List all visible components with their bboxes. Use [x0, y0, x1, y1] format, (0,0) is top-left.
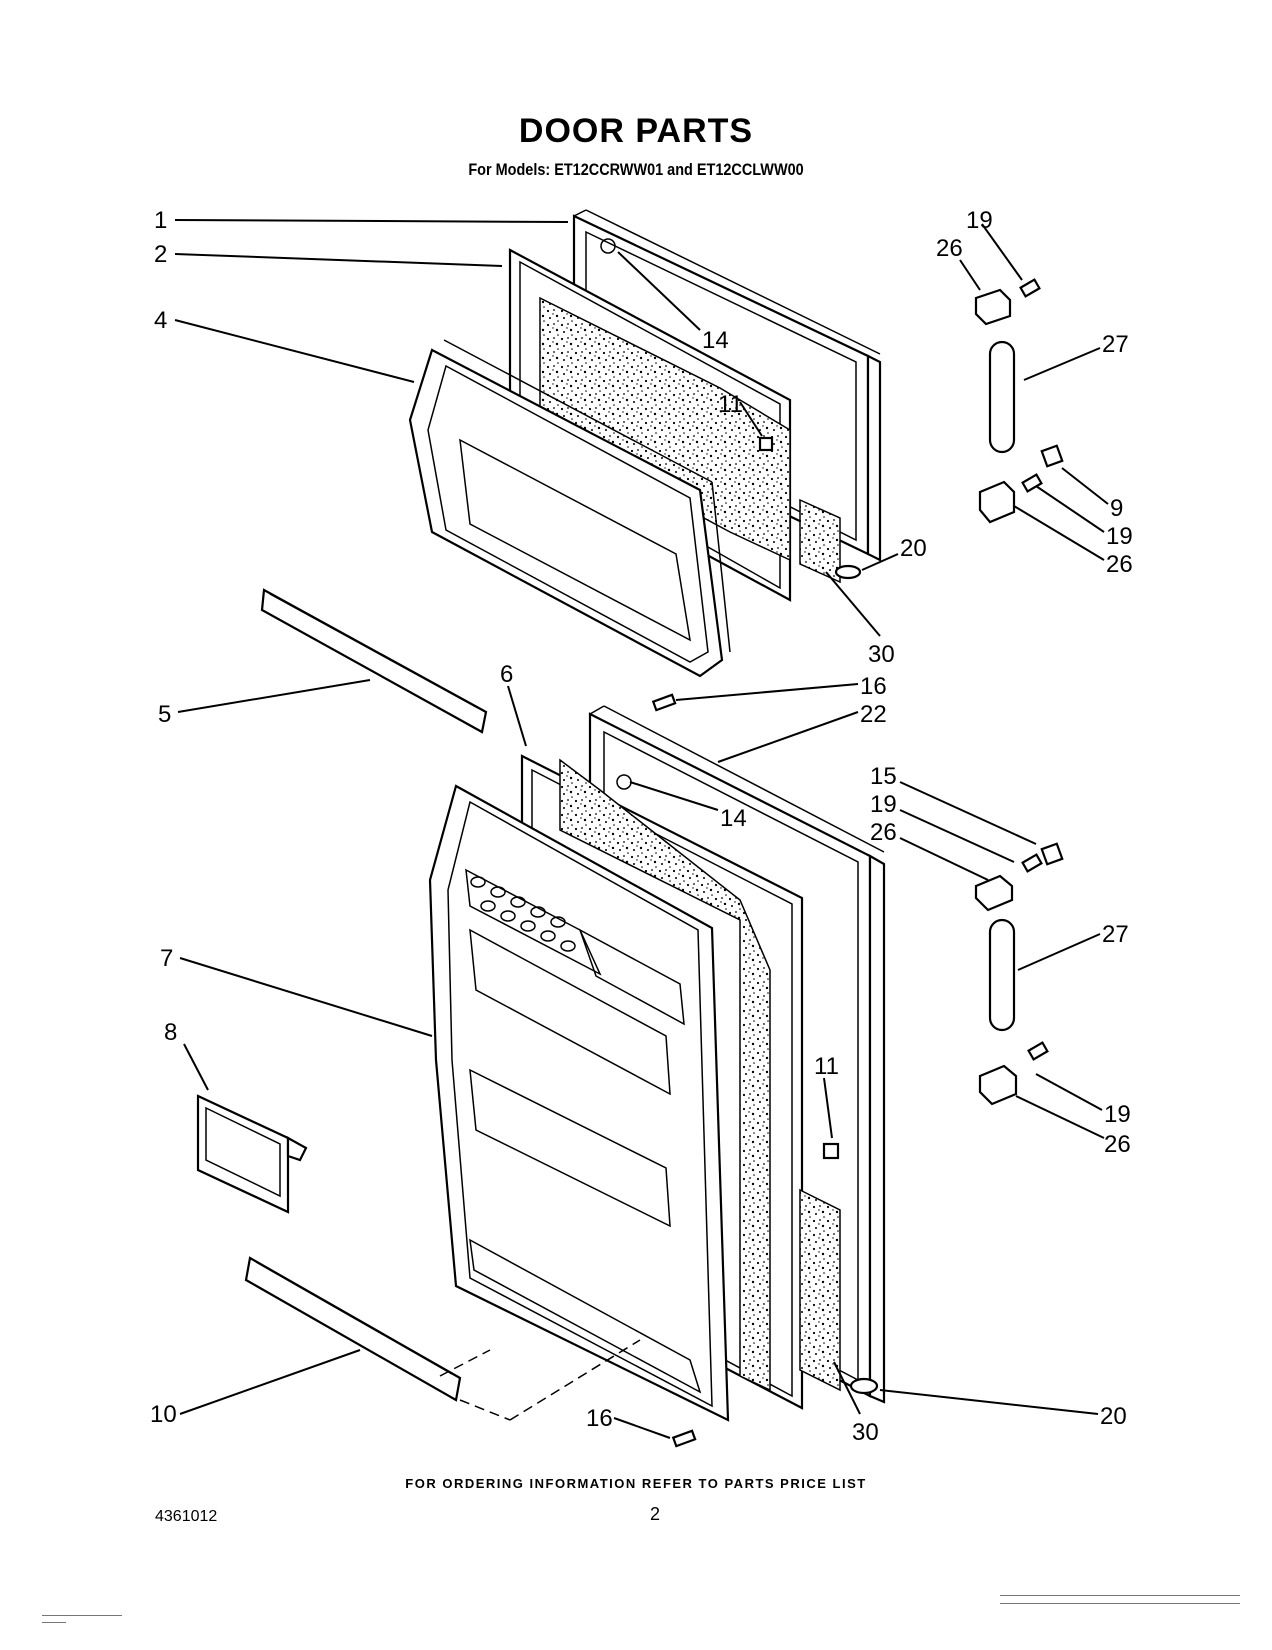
dairy-compartment-door	[196, 1094, 308, 1214]
document-number: 4361012	[155, 1508, 218, 1525]
middle-hinge-bracket	[978, 444, 1064, 524]
freezer-hinge-pin-socket	[758, 436, 774, 452]
page-title: DOOR PARTS	[518, 112, 754, 150]
fresh-food-foam-strip	[799, 1188, 841, 1392]
callout-26-top: 26	[936, 235, 963, 262]
callout-27-upper: 27	[1102, 331, 1129, 358]
callout-9: 9	[1110, 495, 1123, 522]
callout-14-lower: 14	[720, 805, 747, 832]
callout-11-lower: 11	[814, 1053, 839, 1080]
lower-hinge-pin	[988, 918, 1016, 1032]
freezer-screw	[651, 693, 677, 712]
callout-20-upper: 20	[900, 535, 927, 562]
callout-26-lower-top: 26	[870, 819, 897, 846]
callout-26-middle: 26	[1106, 551, 1133, 578]
callout-20-lower: 20	[1100, 1403, 1127, 1430]
callout-14-upper: 14	[702, 327, 729, 354]
callout-8: 8	[164, 1019, 177, 1046]
leader-lines	[174, 219, 1109, 1439]
callout-2: 2	[154, 241, 167, 268]
callout-30-upper: 30	[868, 641, 895, 668]
callout-19-lower-top: 19	[870, 791, 897, 818]
lower-upper-hinge-bracket	[974, 842, 1064, 912]
fresh-food-foam-insulation	[559, 758, 771, 1392]
bottom-hinge-bracket	[978, 1041, 1049, 1106]
callout-15: 15	[870, 763, 897, 790]
freezer-trim-bar	[260, 588, 488, 734]
callout-labels: 1 2 4 14 11 19 26 27 9 19 26 20 30 5 6 1…	[150, 207, 1133, 1446]
callout-11-upper: 11	[718, 391, 743, 418]
upper-hinge-pin	[988, 340, 1016, 454]
freezer-foam-strip	[799, 498, 841, 584]
fresh-food-door-liner	[428, 784, 730, 1422]
page-subtitle: For Models: ET12CCRWW01 and ET12CCLWW00	[468, 160, 804, 179]
callout-27-lower: 27	[1102, 921, 1129, 948]
fresh-food-door-stop	[849, 1377, 879, 1395]
callout-4: 4	[154, 307, 167, 334]
callout-19-top: 19	[966, 207, 993, 234]
callout-19-middle: 19	[1106, 523, 1133, 550]
page-number: 2	[650, 1504, 661, 1524]
freezer-door-liner	[408, 339, 731, 678]
egg-tray-cups	[470, 876, 576, 952]
freezer-door-stop	[834, 564, 862, 580]
callout-19-bottom: 19	[1104, 1101, 1131, 1128]
upper-hinge-bracket	[974, 278, 1041, 326]
callout-30-lower: 30	[852, 1419, 879, 1446]
copyright-notice-illegible	[1000, 1595, 1240, 1608]
callout-22: 22	[860, 701, 887, 728]
ordering-note: FOR ORDERING INFORMATION REFER TO PARTS …	[405, 1476, 867, 1491]
callout-26-bottom: 26	[1104, 1131, 1131, 1158]
print-stamp-illegible	[42, 1615, 162, 1626]
callout-16-upper: 16	[860, 673, 887, 700]
callout-5: 5	[158, 701, 171, 728]
callout-1: 1	[154, 207, 167, 234]
callout-10: 10	[150, 1401, 177, 1428]
fresh-food-screw	[671, 1429, 697, 1448]
callout-16-lower: 16	[586, 1405, 613, 1432]
callout-6: 6	[500, 661, 513, 688]
callout-7: 7	[160, 945, 173, 972]
